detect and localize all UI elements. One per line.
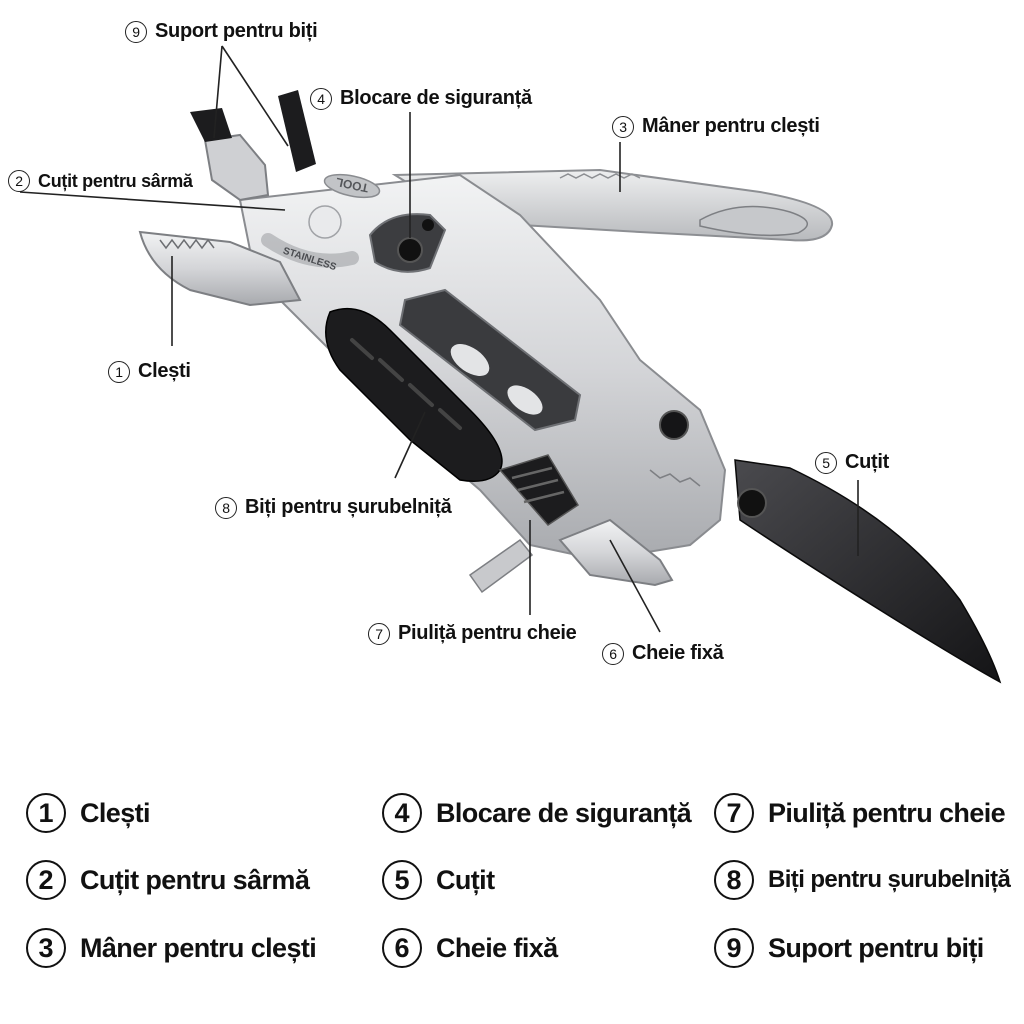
grip-ridges (350, 338, 462, 430)
wrench-worm-threads (511, 466, 565, 504)
callout-6: 6 Cheie fixă (602, 642, 724, 665)
engraving-tool-text: TOOL (335, 175, 370, 196)
callout-label: Clești (138, 360, 191, 382)
wrench-teeth (649, 469, 701, 487)
legend-number: 2 (26, 860, 66, 900)
callout-number: 4 (310, 87, 332, 110)
callout-number: 2 (8, 170, 30, 192)
legend-item-6: 6 Cheie fixă (382, 928, 558, 968)
callout-label: Cuțit (845, 451, 890, 473)
legend-item-4: 4 Blocare de siguranță (382, 793, 692, 833)
leader-lines (19, 45, 859, 633)
callout-1: 1 Clești (108, 360, 191, 383)
plier-handle-grip (699, 205, 808, 237)
bit-holder-flat (190, 108, 232, 142)
callout-number: 7 (368, 622, 390, 645)
legend-item-1: 1 Clești (26, 793, 151, 833)
legend-item-7: 7 Piuliță pentru cheie (714, 793, 1006, 833)
knife-pivot (737, 488, 767, 518)
plier-jaw-teeth (159, 238, 215, 250)
callout-3: 3 Mâner pentru clești (612, 115, 820, 138)
wrench-worm-nut (498, 454, 580, 526)
legend-number: 3 (26, 928, 66, 968)
legend-label: Cuțit (436, 864, 495, 895)
safety-lock-screw (397, 237, 423, 263)
legend-label: Blocare de siguranță (436, 797, 692, 828)
callout-number: 5 (815, 451, 837, 474)
legend-number: 4 (382, 793, 422, 833)
legend-item-5: 5 Cuțit (382, 860, 495, 900)
legend-number: 5 (382, 860, 422, 900)
legend-number: 1 (26, 793, 66, 833)
legend-item-3: 3 Mâner pentru clești (26, 928, 317, 968)
callout-number: 3 (612, 115, 634, 138)
engraving-tool: TOOL (323, 173, 381, 199)
callout-label: Cuțit pentru sârmă (38, 170, 193, 191)
legend-item-9: 9 Suport pentru biți (714, 928, 984, 968)
callout-5: 5 Cuțit (815, 451, 889, 474)
knife-blade (734, 459, 1002, 684)
callout-9: 9 Suport pentru biți (125, 20, 318, 43)
callout-number: 1 (108, 360, 130, 383)
legend-label: Biți pentru șurubelniță (768, 866, 1011, 893)
legend-label: Suport pentru biți (768, 932, 984, 963)
callout-label: Suport pentru biți (155, 20, 318, 42)
legend-number: 8 (714, 860, 754, 900)
plier-handle-teeth (559, 173, 641, 179)
callout-label: Biți pentru șurubelniță (245, 496, 452, 518)
multitool-illustration: TOOL STAINLESS (19, 45, 1002, 684)
legend-label: Cuțit pentru sârmă (80, 864, 310, 895)
callout-label: Mâner pentru clești (642, 115, 820, 137)
callout-4: 4 Blocare de siguranță (310, 87, 532, 110)
callout-2: 2 Cuțit pentru sârmă (8, 170, 193, 192)
pivot-screw (659, 410, 689, 440)
legend-number: 7 (714, 793, 754, 833)
callout-label: Cheie fixă (632, 642, 724, 664)
legend-label: Piuliță pentru cheie (768, 797, 1006, 828)
legend-label: Clești (80, 797, 151, 828)
parts-legend: 1 Clești 2 Cuțit pentru sârmă 3 Mâner pe… (0, 778, 1024, 1008)
legend-number: 9 (714, 928, 754, 968)
callout-label: Blocare de siguranță (340, 87, 532, 109)
callout-number: 6 (602, 642, 624, 665)
legend-number: 6 (382, 928, 422, 968)
legend-label: Mâner pentru clești (80, 932, 317, 963)
callout-7: 7 Piuliță pentru cheie (368, 622, 577, 645)
callout-number: 8 (215, 496, 237, 519)
callout-number: 9 (125, 20, 147, 43)
callout-8: 8 Biți pentru șurubelniță (215, 496, 452, 519)
callout-label: Piuliță pentru cheie (398, 622, 577, 644)
legend-label: Cheie fixă (436, 932, 558, 963)
wire-cutter-block (203, 133, 270, 202)
bit-holder-phillips (278, 90, 316, 172)
legend-item-8: 8 Biți pentru șurubelniță (714, 860, 1011, 900)
hex-pin (468, 538, 534, 594)
legend-item-2: 2 Cuțit pentru sârmă (26, 860, 310, 900)
